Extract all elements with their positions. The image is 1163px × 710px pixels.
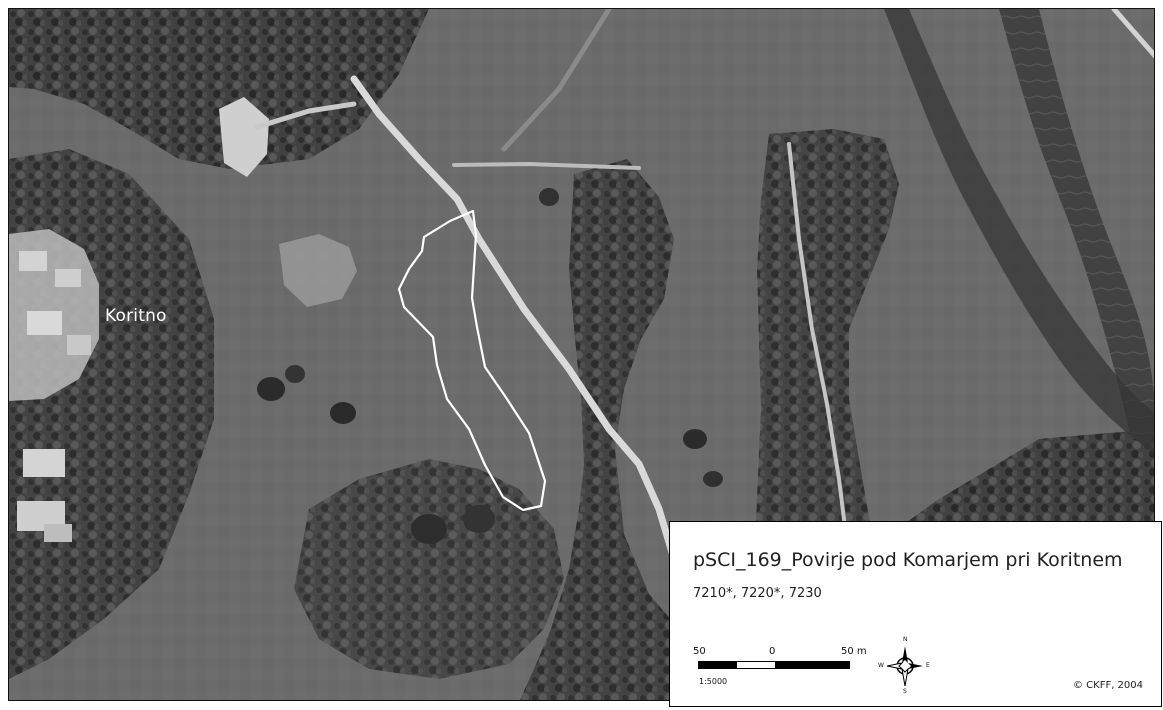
scale-labels: 50 0 50 m [693, 646, 873, 658]
scale-bar-segment-1 [699, 662, 737, 668]
place-label: Koritno [105, 306, 167, 326]
scale-bar [698, 661, 850, 669]
map-legend: pSCI_169_Povirje pod Komarjem pri Koritn… [669, 521, 1162, 707]
compass-east: E [926, 662, 930, 669]
compass-north: N [903, 636, 908, 643]
habitat-codes: 7210*, 7220*, 7230 [693, 586, 822, 601]
copyright-text: © CKFF, 2004 [1072, 680, 1143, 691]
scale-ratio: 1:5000 [699, 677, 728, 686]
scale-center-label: 0 [769, 646, 776, 657]
scale-right-label: 50 m [841, 646, 867, 657]
compass-south: S [903, 688, 907, 695]
compass-icon [886, 646, 923, 687]
scale-bar-segment-2 [775, 662, 849, 668]
protected-area-outline [397, 209, 547, 512]
north-arrow: N S W E [878, 637, 932, 695]
compass-west: W [878, 662, 884, 669]
map-title: pSCI_169_Povirje pod Komarjem pri Koritn… [693, 549, 1123, 571]
scale-left-label: 50 [693, 646, 706, 657]
